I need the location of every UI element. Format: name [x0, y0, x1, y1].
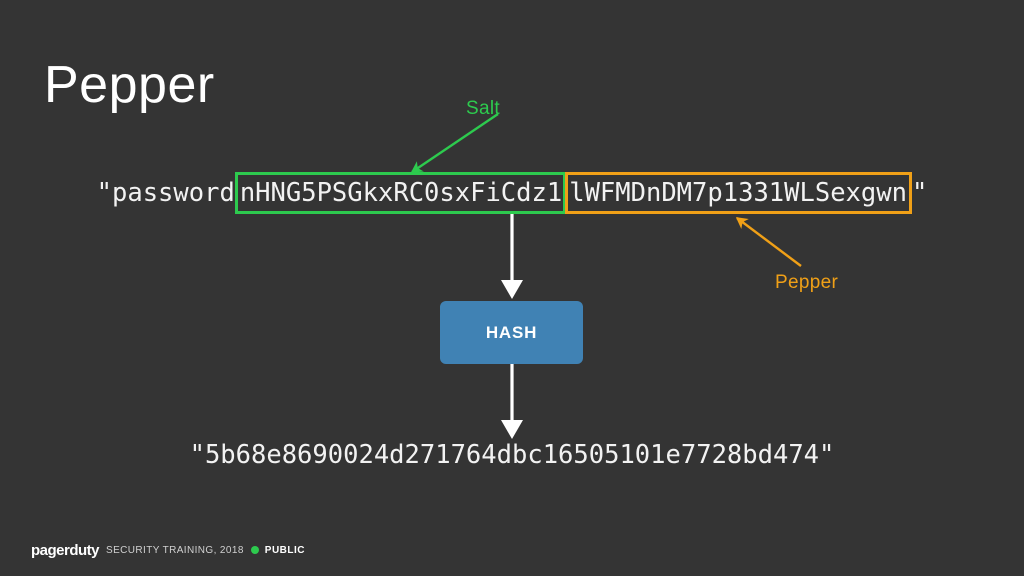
password-suffix-text: " — [911, 178, 928, 208]
footer: pagerduty SECURITY TRAINING, 2018 PUBLIC — [31, 542, 305, 558]
salt-annotation-label: Salt — [466, 98, 500, 119]
pagerduty-logo: pagerduty — [31, 541, 100, 559]
page-title: Pepper — [44, 56, 215, 114]
password-prefix-text: "password — [96, 178, 235, 208]
footer-meta-text: SECURITY TRAINING, 2018 — [106, 544, 244, 556]
pepper-segment-box: lWFMDnDM7p1331WLSexgwn — [565, 172, 912, 214]
classification-badge: PUBLIC — [264, 544, 306, 556]
status-dot-icon — [250, 546, 259, 554]
pepper-annotation-label: Pepper — [775, 272, 839, 293]
flow-arrow-to-hash-icon — [501, 214, 523, 299]
pepper-annotation-arrow-icon — [735, 217, 802, 267]
hash-function-box: HASH — [440, 301, 583, 364]
hash-output-text: "5b68e8690024d271764dbc16505101e7728bd47… — [189, 440, 835, 470]
salt-annotation-arrow-icon — [410, 113, 499, 173]
flow-arrow-to-output-icon — [501, 364, 523, 439]
salt-segment-box: nHNG5PSGkxRC0sxFiCdz1 — [234, 172, 567, 214]
